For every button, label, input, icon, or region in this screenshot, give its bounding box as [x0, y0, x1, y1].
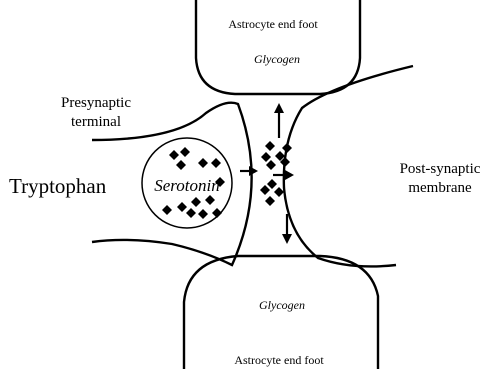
serotonin-label: Serotonin — [154, 176, 219, 195]
serotonin-molecule — [260, 185, 270, 195]
postsynaptic-membrane-outline — [284, 66, 413, 266]
serotonin-molecule — [274, 187, 284, 197]
arrow-up-to-astrocyte-head — [274, 103, 284, 113]
arrow-to-postsynaptic-head — [285, 170, 294, 180]
astrocyte-bottom-label: Astrocyte end foot — [234, 353, 324, 367]
astrocyte-top-label: Astrocyte end foot — [228, 17, 318, 31]
serotonin-molecule — [212, 208, 222, 218]
release-arrows — [240, 103, 294, 244]
serotonin-molecule — [265, 196, 275, 206]
serotonin-molecule — [266, 160, 276, 170]
serotonin-molecule — [198, 158, 208, 168]
astrocyte-top-outline — [196, 0, 360, 94]
arrow-down-to-astrocyte-head — [282, 234, 292, 244]
serotonin-molecule — [176, 160, 186, 170]
serotonin-molecule — [177, 202, 187, 212]
serotonin-molecule — [186, 208, 196, 218]
presynaptic-label-line1: Presynaptic — [61, 95, 131, 111]
arrow-release-left-head — [249, 166, 258, 176]
presynaptic-label-line2: terminal — [71, 114, 121, 130]
serotonin-molecule — [261, 152, 271, 162]
serotonin-molecule — [211, 158, 221, 168]
serotonin-molecule — [265, 141, 275, 151]
serotonin-molecule — [162, 205, 172, 215]
serotonin-molecule — [282, 143, 292, 153]
serotonin-molecule — [191, 197, 201, 207]
serotonin-molecule — [198, 209, 208, 219]
glycogen-bottom-label: Glycogen — [259, 298, 305, 312]
serotonin-molecule — [267, 179, 277, 189]
tryptophan-label: Tryptophan — [9, 174, 107, 198]
serotonin-molecule — [180, 147, 190, 157]
postsynaptic-label-line2: membrane — [408, 180, 472, 196]
serotonin-molecule — [205, 195, 215, 205]
postsynaptic-label-line1: Post-synaptic — [400, 161, 481, 177]
serotonin-molecule — [169, 150, 179, 160]
glycogen-top-label: Glycogen — [254, 52, 300, 66]
